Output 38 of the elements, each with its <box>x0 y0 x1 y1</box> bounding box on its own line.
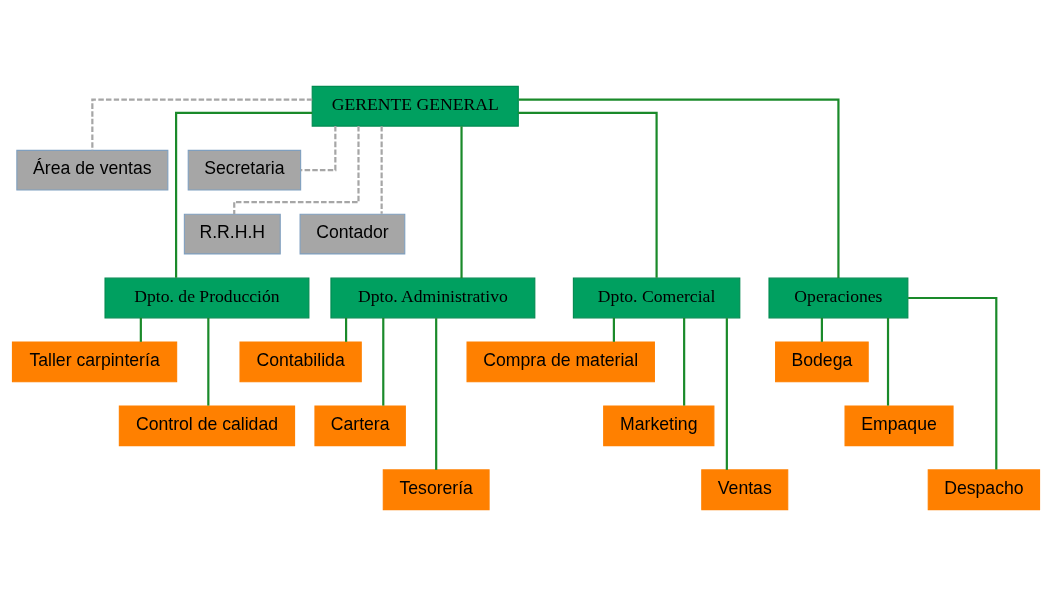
node-box: Control de calidad <box>118 404 296 446</box>
node-box: Ventas <box>701 468 789 510</box>
connector <box>300 125 337 171</box>
node-box: R.R.H.H <box>183 213 281 254</box>
node-box: Operaciones <box>768 277 909 318</box>
connector <box>139 317 142 342</box>
connector <box>380 125 383 214</box>
node-box: Cartera <box>314 404 406 446</box>
connector <box>207 317 210 406</box>
node-box: Contabilida <box>239 341 362 382</box>
node-box: Compra de material <box>466 341 655 382</box>
node-box: GERENTE GENERAL <box>311 85 519 127</box>
node-box: Marketing <box>603 404 715 446</box>
connector <box>518 98 840 278</box>
node-box: Contador <box>299 213 406 254</box>
node-box: Dpto. Comercial <box>572 277 741 318</box>
node-box: Bodega <box>775 341 869 382</box>
node-box: Dpto. de Producción <box>104 277 310 318</box>
connector <box>175 111 313 278</box>
connector <box>820 317 823 342</box>
connector <box>725 317 728 470</box>
connector <box>435 317 438 470</box>
node-box: Tesorería <box>382 468 490 510</box>
node-box: Despacho <box>927 468 1041 510</box>
connector <box>460 125 463 278</box>
connector <box>886 317 890 406</box>
node-box: Taller carpintería <box>11 341 178 382</box>
node-box: Empaque <box>844 404 954 446</box>
connector <box>382 317 385 406</box>
connector <box>908 296 998 470</box>
node-box: Secretaria <box>187 149 302 191</box>
connector <box>345 317 348 342</box>
connector <box>612 317 615 342</box>
connector <box>683 317 686 406</box>
connector <box>518 111 658 278</box>
node-box: Dpto. Administrativo <box>330 277 536 318</box>
connector <box>91 98 313 150</box>
node-box: Área de ventas <box>16 149 169 191</box>
